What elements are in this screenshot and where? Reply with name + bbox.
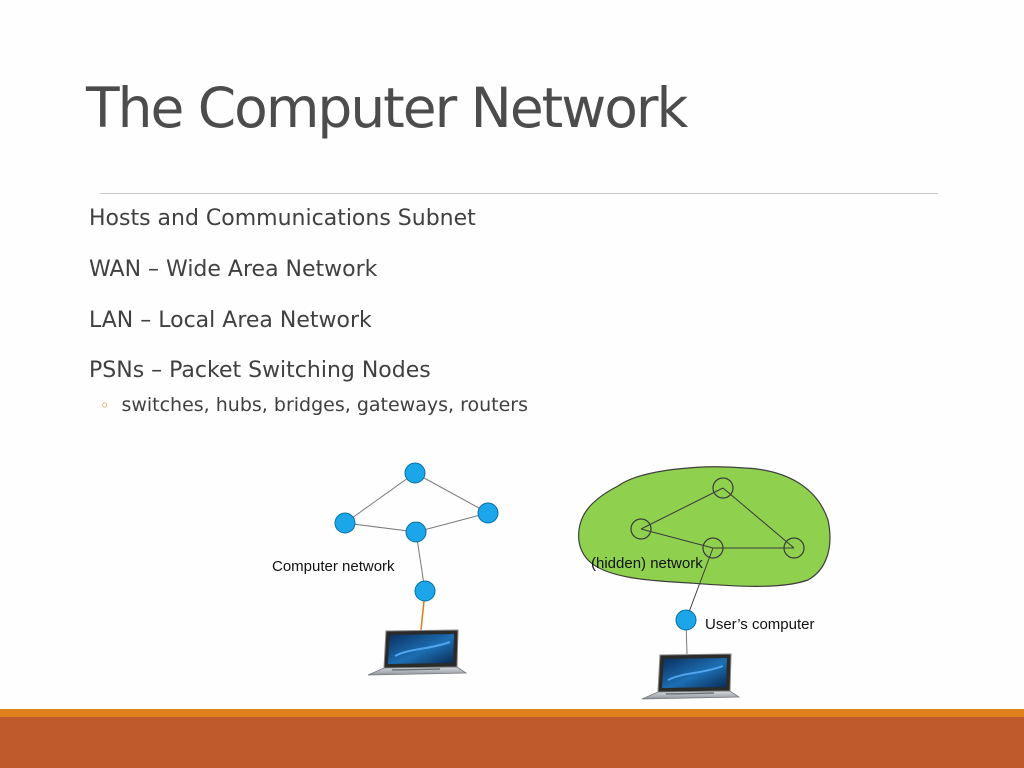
access-node [414,580,436,602]
bullet-lan: LAN – Local Area Network [89,308,372,333]
bullet-psns: PSNs – Packet Switching Nodes [89,358,431,383]
network-link [415,512,489,533]
hidden-node [630,518,652,540]
network-link [722,487,795,549]
computer-network-graph: Computer network [272,462,499,631]
network-node [405,521,427,543]
network-node [477,502,499,524]
footer-accent-stripe [0,709,1024,717]
computer-network-label: Computer network [272,558,395,575]
laptop-icon [367,629,468,676]
sub-bullet-text: switches, hubs, bridges, gateways, route… [121,394,528,416]
sub-bullet-devices: ◦ switches, hubs, bridges, gateways, rout… [100,394,528,416]
hidden-node [702,537,724,559]
user-node [675,609,697,631]
network-node [334,512,356,534]
network-link [414,472,489,514]
users-computer-label: User’s computer [705,616,814,633]
network-link [344,472,416,524]
hidden-network-graph: (hidden) network User’s computer [578,466,831,655]
network-node [404,462,426,484]
bullet-hosts: Hosts and Communications Subnet [89,206,476,231]
network-link [344,522,417,533]
hidden-node [783,537,805,559]
bullet-wan: WAN – Wide Area Network [89,257,378,282]
hidden-network-cloud [578,466,831,587]
title-divider [100,193,938,194]
hidden-node [712,477,734,499]
network-link [685,547,714,621]
network-link [640,487,724,530]
network-link [640,528,714,549]
sub-bullet-marker: ◦ [100,396,110,415]
laptop-icon [641,653,741,700]
footer-band [0,717,1024,768]
hidden-network-label: (hidden) network [591,555,703,572]
slide-title: The Computer Network [86,76,688,140]
